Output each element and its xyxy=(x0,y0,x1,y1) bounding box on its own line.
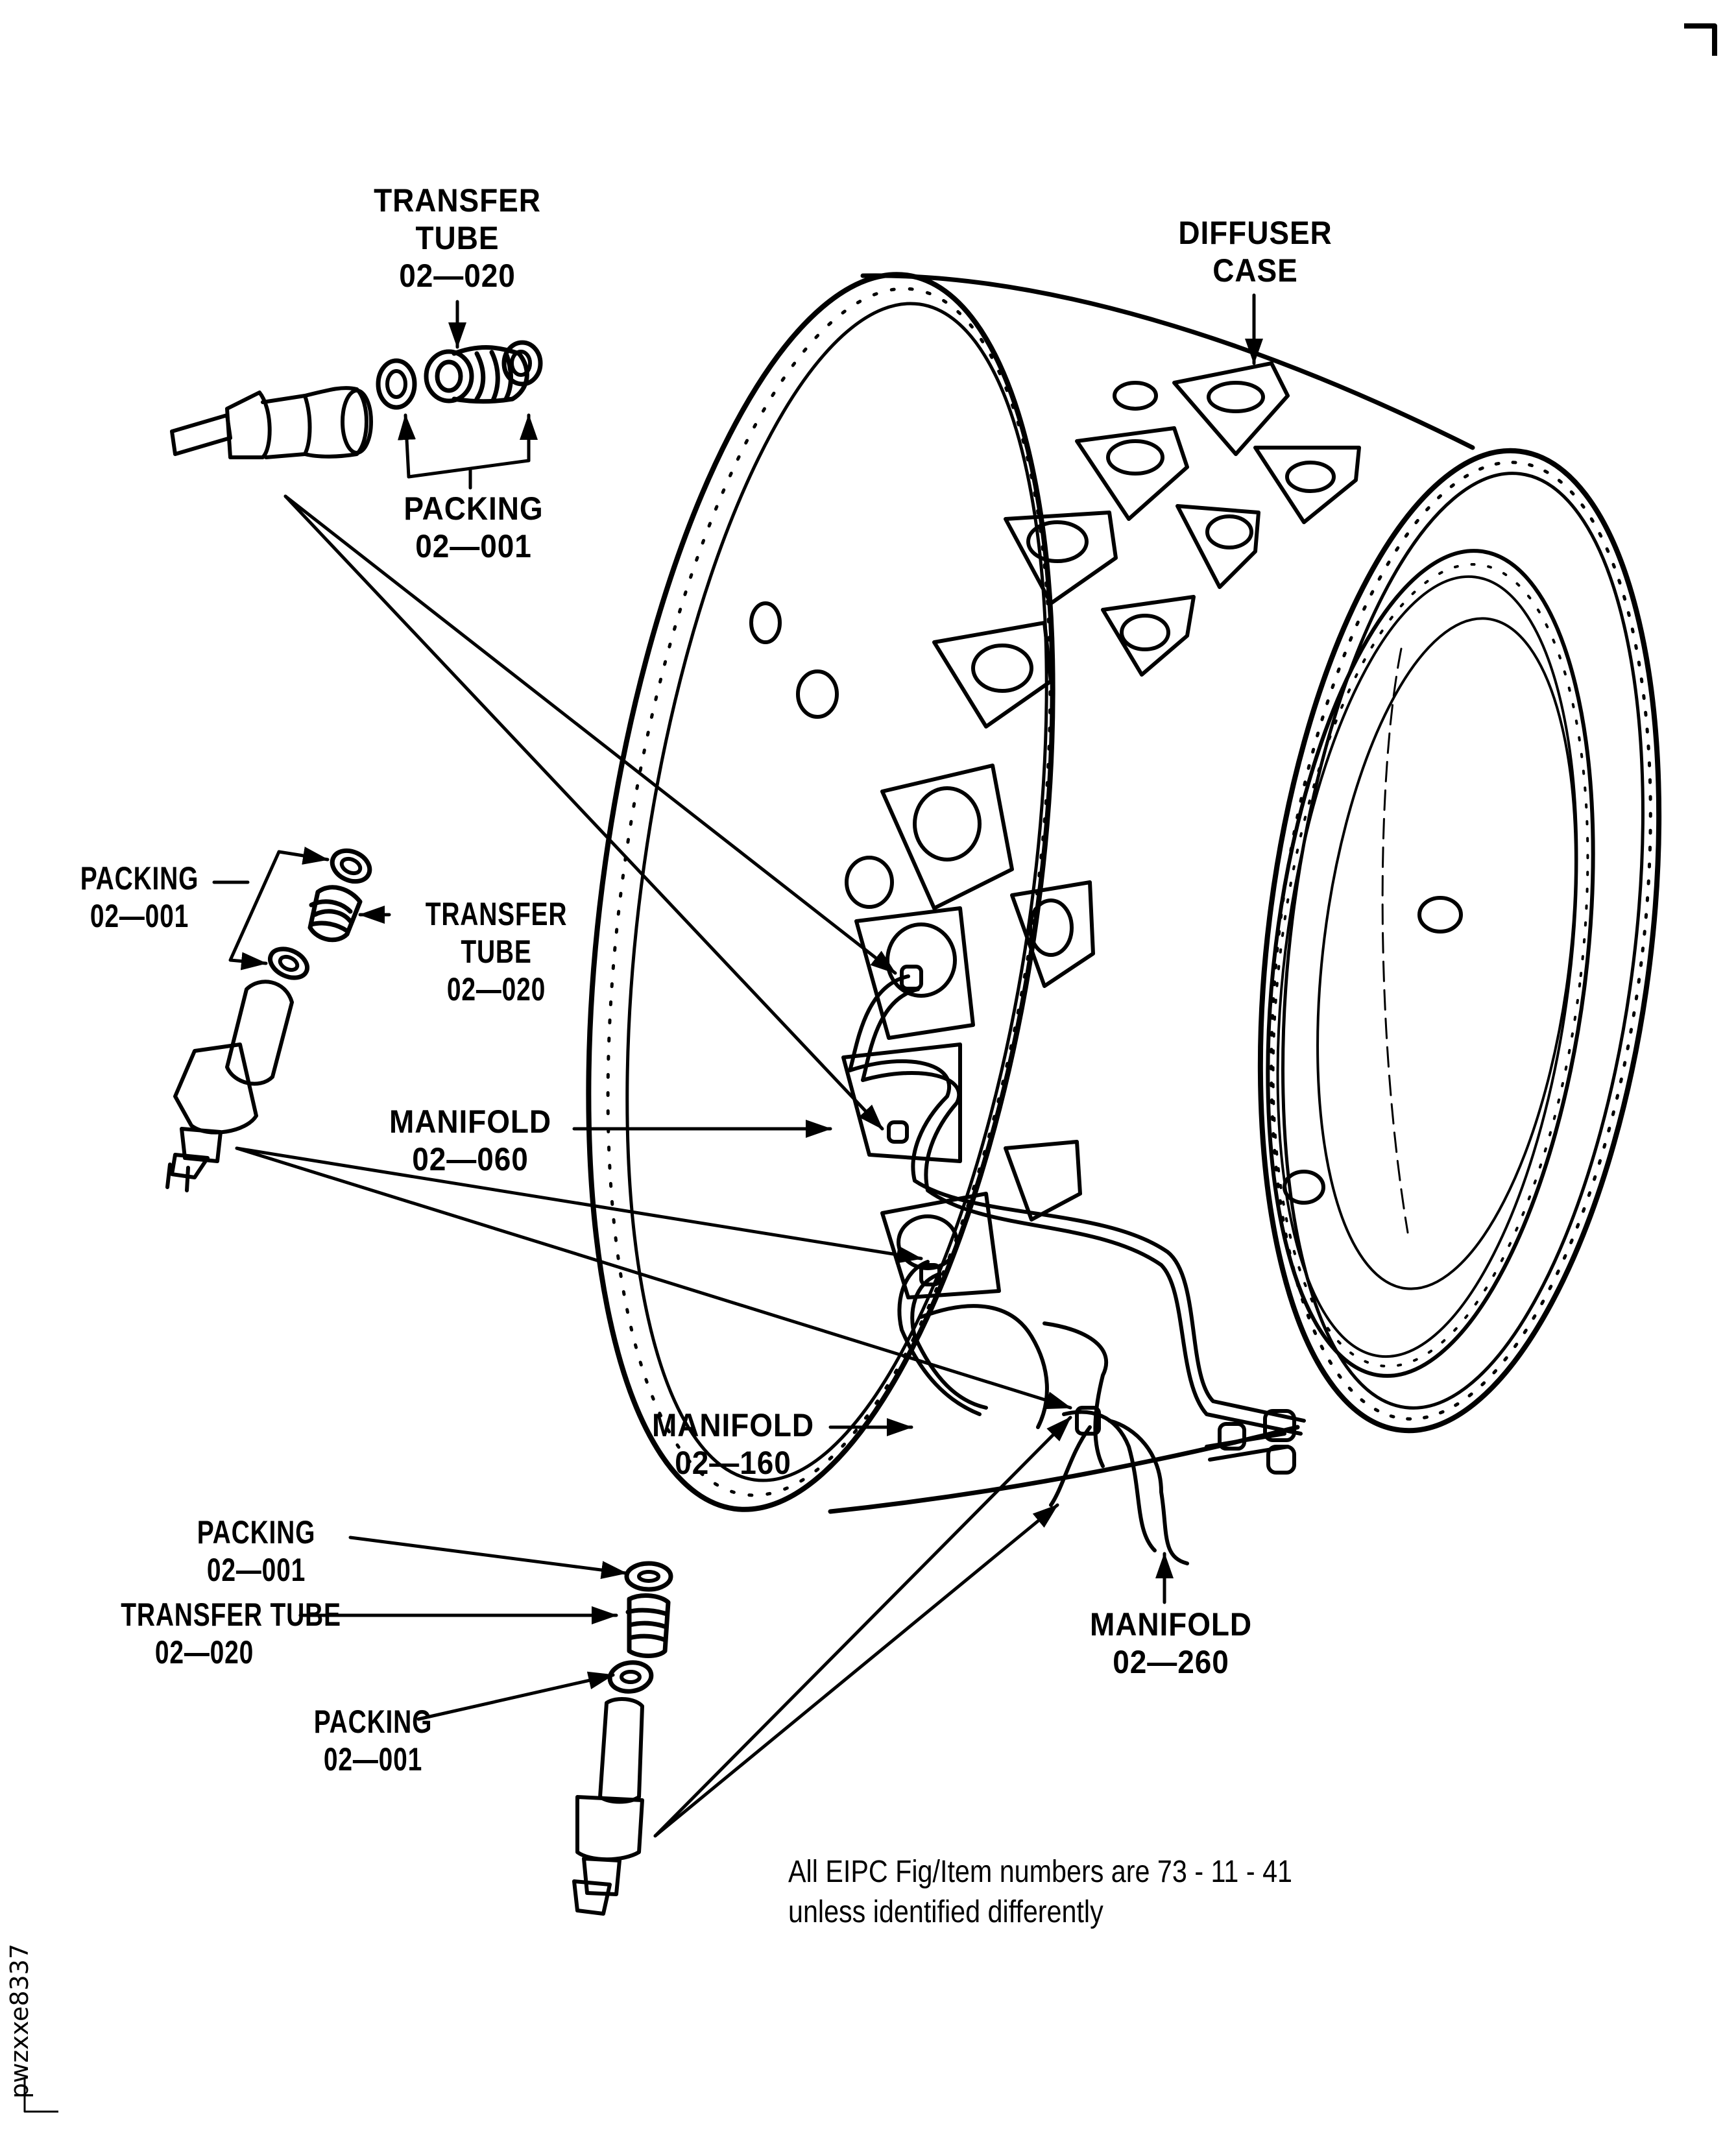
crop-mark-bottom-left xyxy=(23,2079,58,2113)
rear-bore xyxy=(1316,617,1577,1290)
packing-mid-lower xyxy=(268,946,309,980)
front-flange-boltcircle xyxy=(606,287,1052,1497)
label-transfer-tube-top: TRANSFER TUBE 02—020 xyxy=(362,182,553,295)
label-item-number: 02—001 xyxy=(206,1552,306,1588)
label-manifold-060: MANIFOLD 02—060 xyxy=(372,1103,569,1178)
label-name: TRANSFER TUBE xyxy=(121,1597,341,1633)
label-packing-mid: PACKING 02—001 xyxy=(66,860,213,935)
label-packing-top: PACKING 02—001 xyxy=(384,490,563,565)
rear-inner-ring-2 xyxy=(1276,575,1578,1358)
boss xyxy=(1075,426,1189,521)
note-line-1: All EIPC Fig/Item numbers are 73 - 11 - … xyxy=(788,1855,1292,1889)
fitting-mid xyxy=(165,980,294,1192)
label-manifold-160: MANIFOLD 02—160 xyxy=(640,1406,825,1482)
label-name-2: TUBE xyxy=(415,220,500,256)
transfer-tube-bottom-part xyxy=(625,1593,671,1658)
label-manifold-260: MANIFOLD 02—260 xyxy=(1078,1606,1263,1681)
transfer-tube-top-part xyxy=(424,345,529,404)
boss xyxy=(1253,446,1361,524)
label-item-number: 02—001 xyxy=(90,898,189,934)
boss xyxy=(1172,361,1290,456)
label-name: TRANSFER xyxy=(374,182,541,219)
boss xyxy=(1175,504,1260,589)
boss xyxy=(1010,880,1095,988)
label-transfer-tube-bottom: TRANSFER TUBE 02—020 xyxy=(121,1596,341,1671)
label-name: MANIFOLD xyxy=(651,1407,815,1443)
label-name: PACKING xyxy=(404,490,544,527)
fitting-bottom xyxy=(572,1697,644,1916)
label-item-number: 02—260 xyxy=(1113,1644,1229,1680)
boss xyxy=(880,764,1014,910)
label-name: PACKING xyxy=(80,860,199,897)
case-bottom-outline xyxy=(828,1425,1300,1514)
case-top-outline xyxy=(860,273,1475,450)
fuel-nozzle-bosses xyxy=(749,361,1463,1299)
document-id: pwzxxe8337 xyxy=(5,1943,34,2099)
diffuser-case-drawing xyxy=(586,272,1662,1565)
label-transfer-tube-mid: TRANSFER TUBE 02—020 xyxy=(413,895,579,1008)
callout-leaders xyxy=(212,293,1263,1838)
crop-mark-top-right xyxy=(1684,23,1717,56)
packing-bottom-upper-part xyxy=(624,1561,673,1592)
label-item-number: 02—001 xyxy=(415,528,532,564)
rear-inner-boltcircle xyxy=(1272,562,1589,1368)
label-packing-bottom-lower: PACKING 02—001 xyxy=(295,1703,452,1778)
boss-small xyxy=(796,669,839,719)
rear-flange-mid xyxy=(1281,472,1645,1410)
label-name: TRANSFER xyxy=(425,896,568,932)
boss xyxy=(1101,595,1196,677)
label-item-number: 02—020 xyxy=(446,971,546,1007)
fitting-top xyxy=(170,386,373,459)
boss xyxy=(1004,511,1118,605)
manifold-tubing xyxy=(848,965,1306,1565)
boss-rear xyxy=(1283,1170,1325,1205)
packing-bottom-lower-part xyxy=(607,1660,654,1694)
boss xyxy=(854,906,975,1040)
transfer-tube-mid-part xyxy=(307,885,363,943)
label-name: DIFFUSER xyxy=(1178,215,1332,251)
label-item-number: 02—060 xyxy=(412,1141,529,1177)
packing-top-right xyxy=(501,340,543,387)
label-name: PACKING xyxy=(197,1514,316,1550)
packing-top-left xyxy=(376,358,417,410)
label-item-number: 02—020 xyxy=(399,258,516,294)
label-diffuser-case: DIFFUSER CASE xyxy=(1163,214,1347,289)
eipc-reference-note: All EIPC Fig/Item numbers are 73 - 11 - … xyxy=(788,1852,1292,1933)
label-name: PACKING xyxy=(313,1704,433,1740)
label-packing-bottom-upper: PACKING 02—001 xyxy=(178,1513,335,1589)
label-item-number: 02—160 xyxy=(675,1445,791,1481)
boss-rear xyxy=(1417,896,1463,934)
label-item-number: 02—001 xyxy=(323,1741,423,1778)
label-item-number: 02—020 xyxy=(154,1634,254,1670)
note-line-2: unless identified differently xyxy=(788,1895,1103,1929)
rear-bore-dash xyxy=(1381,647,1409,1234)
boss-small xyxy=(749,601,782,644)
label-name: MANIFOLD xyxy=(1089,1606,1253,1643)
rear-flange-outer xyxy=(1257,448,1662,1434)
label-name-2: TUBE xyxy=(461,934,532,970)
boss xyxy=(880,1192,1001,1299)
boss-small xyxy=(1113,381,1158,411)
plug xyxy=(845,856,894,909)
packing-mid-upper xyxy=(330,848,372,884)
rear-inner-ring xyxy=(1266,549,1595,1378)
label-name-2: CASE xyxy=(1212,252,1298,289)
boss xyxy=(1004,1140,1082,1222)
boss xyxy=(932,621,1053,729)
label-name: MANIFOLD xyxy=(389,1103,552,1140)
